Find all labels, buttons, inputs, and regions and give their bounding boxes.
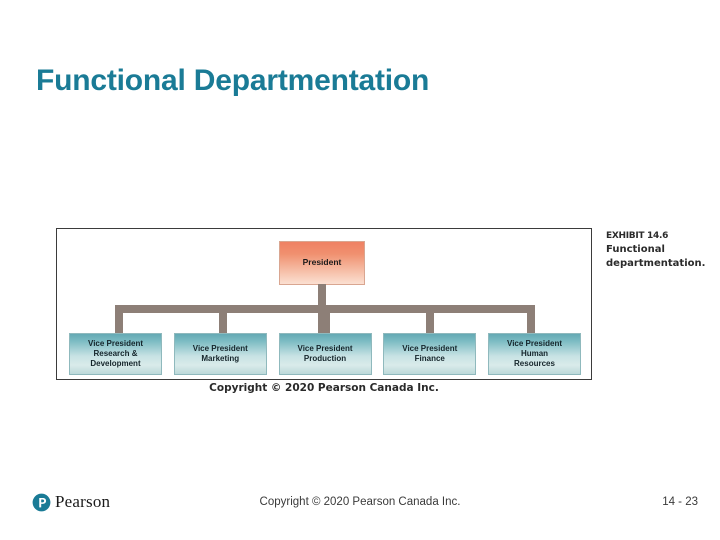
page-title: Functional Departmentation (36, 64, 430, 97)
org-node-president: President (279, 241, 365, 285)
connector-drop-2 (219, 311, 227, 335)
org-node-vp-marketing: Vice President Marketing (173, 333, 267, 375)
slide-footer: Pearson Copyright © 2020 Pearson Canada … (0, 486, 720, 540)
footer-copyright: Copyright © 2020 Pearson Canada Inc. (259, 496, 461, 508)
org-node-vp-research-development: Vice President Research & Development (69, 333, 162, 375)
org-node-vp-finance-label: Vice President Finance (402, 344, 458, 363)
pearson-p-icon (32, 493, 51, 511)
org-node-vp-production: Vice President Production (278, 333, 372, 375)
org-node-vp-finance: Vice President Finance (383, 333, 477, 375)
slide-page-number: 14 - 23 (662, 496, 698, 508)
connector-drop-3 (322, 311, 330, 335)
exhibit-caption: EXHIBIT 14.6 Functional departmentation. (606, 230, 716, 270)
pearson-wordmark: Pearson (55, 492, 111, 511)
org-vp-row: Vice President Research & Development Vi… (69, 333, 581, 375)
exhibit-caption-line-2: departmentation. (606, 257, 706, 269)
connector-drop-1 (115, 311, 123, 335)
org-chart-frame: President Vice President Research & Deve… (56, 228, 592, 380)
org-node-vp-human-resources-label: Vice President Human Resources (507, 339, 562, 368)
org-node-vp-research-development-label: Vice President Research & Development (88, 339, 143, 368)
figure-copyright: Copyright © 2020 Pearson Canada Inc. (209, 382, 439, 394)
connector-horizontal-bus (115, 305, 535, 313)
exhibit-number: EXHIBIT 14.6 (606, 231, 669, 241)
pearson-logo: Pearson (32, 492, 110, 512)
connector-drop-4 (426, 311, 434, 335)
exhibit-caption-line-1: Functional (606, 244, 665, 256)
exhibit-figure: President Vice President Research & Deve… (56, 228, 705, 406)
org-node-president-label: President (302, 257, 342, 268)
connector-drop-5 (527, 311, 535, 335)
org-node-vp-production-label: Vice President Production (297, 344, 353, 363)
org-node-vp-human-resources: Vice President Human Resources (488, 333, 581, 375)
org-node-vp-marketing-label: Vice President Marketing (192, 344, 248, 363)
